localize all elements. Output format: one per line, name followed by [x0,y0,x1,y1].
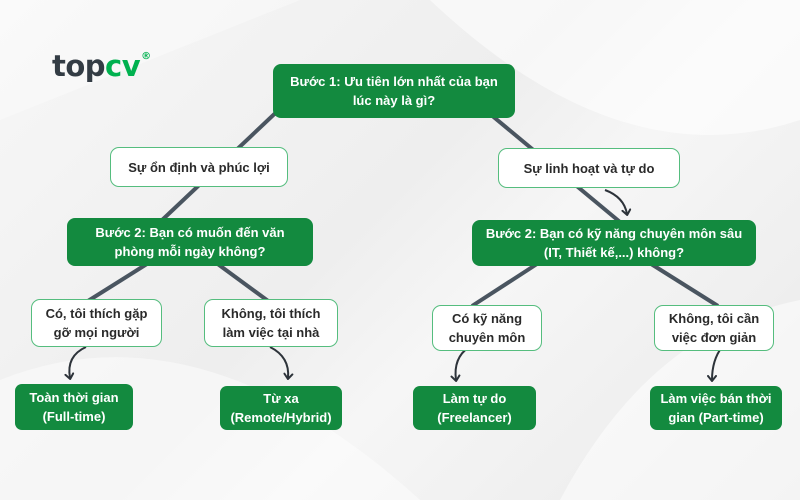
step2-left-line2: phòng mỗi ngày không? [114,244,266,259]
arrow-to-remote [269,346,294,380]
branch-left-label: Sự ổn định và phúc lợi [128,159,270,175]
result-freelance-line2: (Freelancer) [437,410,512,425]
result-freelance: Làm tự do (Freelancer) [413,386,536,430]
arrow-to-fulltime [64,346,87,380]
answer-skill-yes-line1: Có kỹ năng [451,311,523,326]
answer-skill-yes: Có kỹ năng chuyên môn [432,305,542,351]
arrow-to-parttime [707,346,723,382]
step1-node: Bước 1: Ưu tiên lớn nhất của bạn lúc này … [273,64,515,118]
answer-office-yes: Có, tôi thích gặp gỡ mọi người [31,299,162,347]
answer-skill-no-line2: việc đơn giản [671,330,757,345]
step2-right-line1: Bước 2: Bạn có kỹ năng chuyên môn sâu [485,226,743,241]
branch-right-option: Sự linh hoạt và tự do [498,148,680,188]
connector-right-to-yes [470,260,542,308]
result-remote: Từ xa (Remote/Hybrid) [220,386,342,430]
step1-line1: Bước 1: Ưu tiên lớn nhất của bạn [290,74,498,89]
result-parttime: Làm việc bán thời gian (Part-time) [650,386,782,430]
result-fulltime-line1: Toàn thời gian [29,390,119,405]
answer-skill-no: Không, tôi cần việc đơn giản [654,305,774,351]
result-remote-line1: Từ xa [263,391,299,406]
step2-right-node: Bước 2: Bạn có kỹ năng chuyên môn sâu (IT… [472,220,756,266]
result-parttime-line2: gian (Part-time) [668,410,764,425]
answer-skill-no-line1: Không, tôi cần [668,311,760,326]
answer-office-no: Không, tôi thích làm việc tại nhà [204,299,338,347]
arrow-right-branch [604,189,632,216]
step2-left-node: Bước 2: Bạn có muốn đến văn phòng mỗi ngà… [67,218,313,266]
step1-line2: lúc này là gì? [352,93,436,108]
branch-right-label: Sự linh hoạt và tự do [523,160,655,176]
logo-text-top: top [52,49,106,83]
result-fulltime: Toàn thời gian (Full-time) [15,384,133,430]
logo-text-cv: cv [105,49,141,83]
answer-office-yes-line1: Có, tôi thích gặp [45,306,148,321]
result-remote-line2: (Remote/Hybrid) [230,410,332,425]
step2-right-line2: (IT, Thiết kế,...) không? [543,245,685,260]
answer-office-no-line1: Không, tôi thích [221,306,321,321]
answer-skill-yes-line2: chuyên môn [448,330,526,345]
connector-left-to-no [213,260,277,308]
connector-left-to-yes [78,260,152,308]
branch-left-option: Sự ổn định và phúc lợi [110,147,288,187]
answer-office-yes-line2: gỡ mọi người [53,325,140,340]
result-fulltime-line2: (Full-time) [42,409,106,424]
result-freelance-line1: Làm tự do [442,391,507,406]
step2-left-line1: Bước 2: Bạn có muốn đến văn [95,225,285,240]
answer-office-no-line2: làm việc tại nhà [222,325,320,340]
connector-right-to-no [646,260,720,308]
registered-mark: ® [141,51,151,62]
arrow-to-freelance [450,346,470,382]
result-parttime-line1: Làm việc bán thời [660,391,772,406]
